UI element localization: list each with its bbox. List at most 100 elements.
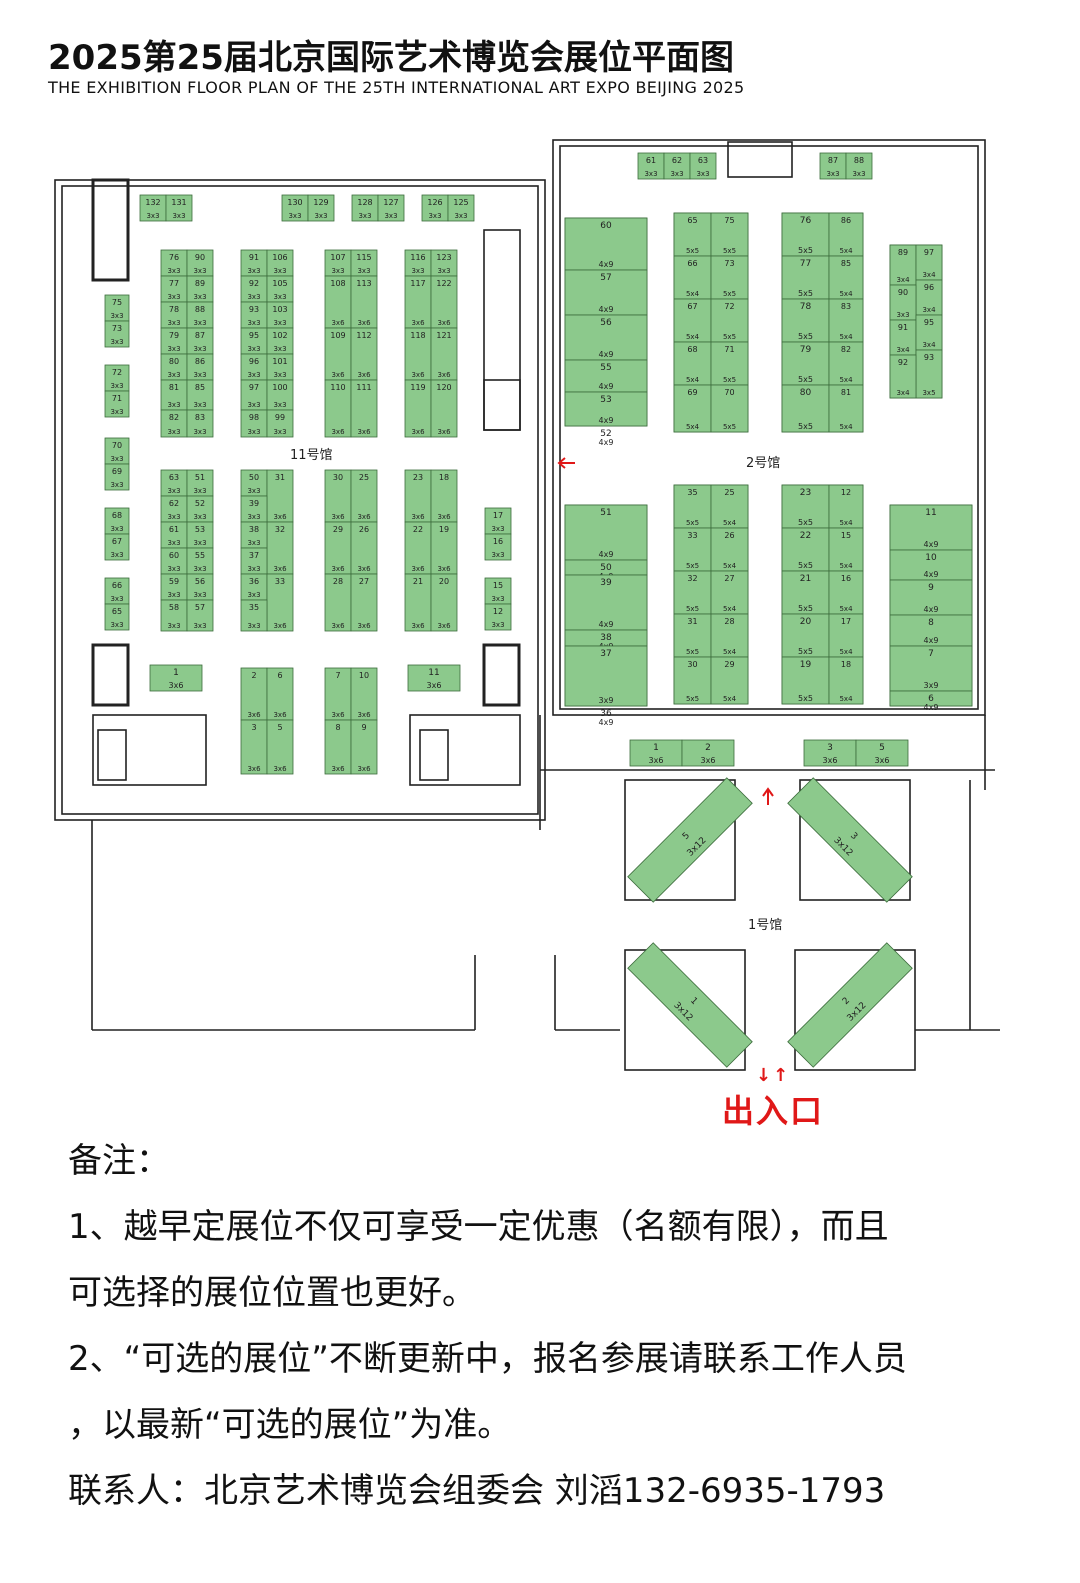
booth-rect [430, 379, 458, 438]
booth-rect [710, 384, 749, 433]
booth-rect [781, 527, 830, 572]
booth-size: 3x3 [454, 212, 467, 220]
booth-rect [564, 314, 648, 361]
booth-number: 9 [928, 583, 934, 593]
booth-number: 112 [356, 331, 371, 340]
booth-rect [430, 573, 458, 632]
booth-number: 11 [925, 508, 936, 518]
booth-number: 88 [195, 305, 205, 314]
booth-rect [350, 469, 378, 523]
booth-size: 5x5 [686, 247, 699, 255]
booth-size: 5x4 [686, 333, 700, 341]
booth-size: 3x4 [922, 341, 936, 349]
booth-number: 102 [272, 331, 287, 340]
booth-rect [781, 255, 830, 300]
booth-rect [889, 614, 973, 647]
booth-number: 23 [800, 488, 811, 498]
booth-rect [564, 359, 648, 393]
booth-number: 53 [600, 395, 611, 405]
booth-size: 3x6 [411, 371, 425, 379]
booth-size: 3x3 [146, 212, 159, 220]
booth-number: 25 [724, 488, 734, 497]
booth-size: 5x5 [798, 246, 813, 255]
booth-number: 75 [724, 216, 734, 225]
booth-size: 3x3 [167, 319, 180, 327]
booth-size: 3x6 [411, 513, 425, 521]
booth-rect [104, 364, 130, 392]
booth-rect [350, 275, 378, 329]
booth-size: 5x5 [798, 518, 813, 527]
booth-rect [266, 249, 294, 277]
booth-number: 29 [333, 525, 343, 534]
booth-size: 3x6 [331, 765, 345, 773]
booth-number: 121 [436, 331, 451, 340]
booth-rect [828, 255, 864, 300]
booth-number: 16 [841, 574, 851, 583]
booth-rect [855, 739, 909, 767]
booth-rect [828, 384, 864, 433]
booth-size: 3x9 [924, 681, 939, 690]
booth-rect [845, 152, 873, 180]
booth-number: 2 [841, 996, 852, 1007]
booth: 67 5x4 [673, 298, 712, 343]
booth-size: 3x3 [193, 565, 206, 573]
booth-size: 3x4 [922, 271, 936, 279]
booth-number: 3 [251, 723, 256, 732]
booth-size: 5x4 [686, 423, 700, 431]
booth-rect [186, 495, 214, 523]
booth-size: 5x4 [839, 290, 853, 298]
booth-rect [564, 269, 648, 316]
booth-rect [186, 469, 214, 497]
booth-rect [240, 599, 268, 632]
booth-number: 6 [928, 694, 934, 704]
booth-number: 70 [112, 441, 122, 450]
booth-size: 3x6 [247, 711, 261, 719]
booth-rect [710, 613, 749, 658]
booth-number: 1 [653, 743, 659, 753]
booth-number: 35 [249, 603, 259, 612]
booth-rect [404, 327, 432, 381]
booth-number: 68 [687, 345, 697, 354]
booth-rect [781, 613, 830, 658]
booth-size: 5x4 [723, 648, 737, 656]
booth-number: 69 [112, 467, 122, 476]
booth-size: 5x4 [839, 376, 853, 384]
booth-rect [266, 573, 294, 632]
booth-number: 10 [359, 671, 369, 680]
booth-rect [186, 409, 214, 438]
booth-rect [186, 521, 214, 549]
booth-number: 76 [800, 216, 812, 226]
booth-number: 7 [335, 671, 340, 680]
booth-number: 129 [313, 198, 328, 207]
booth-number: 67 [687, 302, 697, 311]
booth-number: 125 [453, 198, 468, 207]
booth-size: 3x3 [110, 551, 123, 559]
booth-number: 36 [249, 577, 259, 586]
booth-size: 3x3 [273, 401, 286, 409]
booth-number: 72 [112, 368, 122, 377]
booth-number: 85 [841, 259, 851, 268]
booth-number: 117 [410, 279, 425, 288]
booth-rect [787, 777, 913, 903]
booth-number: 83 [195, 413, 205, 422]
notes-heading: 备注： [68, 1141, 170, 1181]
booth-rect [421, 194, 449, 222]
